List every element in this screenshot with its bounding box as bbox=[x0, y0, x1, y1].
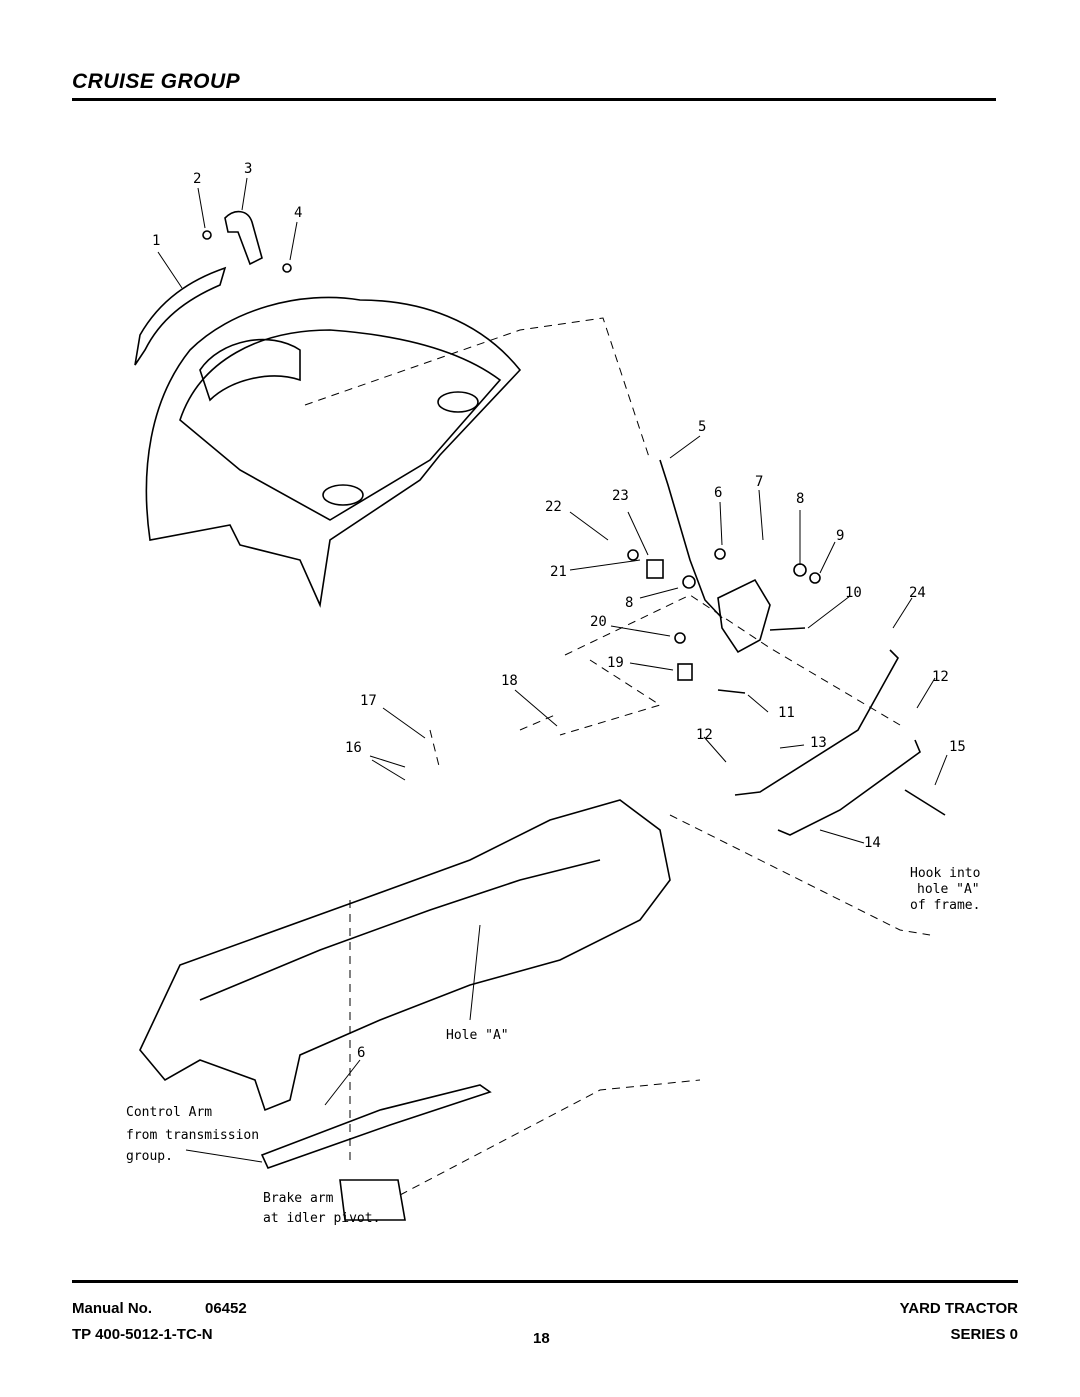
callout-8: 8 bbox=[796, 491, 804, 507]
callout-21: 21 bbox=[550, 564, 567, 580]
control-arm bbox=[260, 1084, 492, 1169]
callout-19: 19 bbox=[607, 655, 624, 671]
callout-18: 18 bbox=[501, 673, 518, 689]
washer bbox=[682, 575, 696, 589]
note-hole-a: Hole "A" bbox=[446, 1028, 509, 1043]
callout-10: 10 bbox=[845, 585, 862, 601]
callout-2: 2 bbox=[193, 171, 201, 187]
fender-hole bbox=[322, 484, 364, 506]
rod-13 bbox=[734, 649, 899, 796]
callout-6b: 6 bbox=[357, 1045, 365, 1061]
note-idler-pivot: at idler pivot. bbox=[263, 1211, 380, 1226]
callout-11: 11 bbox=[778, 705, 795, 721]
rod-14 bbox=[777, 739, 921, 836]
tp-number: TP 400-5012-1-TC-N bbox=[72, 1326, 213, 1343]
note-control-arm: Control Arm bbox=[126, 1105, 212, 1120]
callout-17: 17 bbox=[360, 693, 377, 709]
callout-23: 23 bbox=[612, 488, 629, 504]
lever-knob bbox=[224, 210, 263, 266]
frame-inner bbox=[199, 859, 601, 1001]
parts-diagram: 1 2 3 4 5 6 7 8 9 10 11 12 12 13 14 15 1… bbox=[126, 161, 980, 1226]
bolt-10 bbox=[769, 627, 806, 631]
callout-16: 16 bbox=[345, 740, 362, 756]
washer bbox=[714, 548, 726, 560]
callout-15: 15 bbox=[949, 739, 966, 755]
callout-5: 5 bbox=[698, 419, 706, 435]
fender-body bbox=[145, 296, 522, 608]
spring-15 bbox=[904, 789, 946, 816]
washer bbox=[627, 549, 639, 561]
note-of-frame: of frame. bbox=[910, 898, 980, 913]
page-number: 18 bbox=[533, 1330, 550, 1347]
series: SERIES 0 bbox=[950, 1326, 1018, 1343]
callout-13: 13 bbox=[810, 735, 827, 751]
callout-1: 1 bbox=[152, 233, 160, 249]
bolt bbox=[202, 230, 212, 240]
cruise-bracket bbox=[717, 578, 771, 654]
product-name: YARD TRACTOR bbox=[899, 1300, 1018, 1317]
callout-4: 4 bbox=[294, 205, 302, 221]
callout-24: 24 bbox=[909, 585, 926, 601]
washer bbox=[809, 572, 821, 584]
callout-8b: 8 bbox=[625, 595, 633, 611]
washer bbox=[793, 563, 807, 577]
frame bbox=[139, 799, 671, 1112]
page-title: CRUISE GROUP bbox=[72, 70, 241, 93]
note-hole-a-quoted: hole "A" bbox=[917, 882, 980, 897]
footer-rule bbox=[72, 1280, 1018, 1283]
callout-14: 14 bbox=[864, 835, 881, 851]
callout-9: 9 bbox=[836, 528, 844, 544]
header-rule bbox=[72, 98, 996, 101]
trim-strip bbox=[134, 266, 227, 366]
note-group: group. bbox=[126, 1149, 173, 1164]
spacer bbox=[677, 663, 693, 681]
note-brake-arm: Brake arm bbox=[263, 1191, 334, 1206]
callout-7: 7 bbox=[755, 474, 763, 490]
callout-3: 3 bbox=[244, 161, 252, 177]
callout-12: 12 bbox=[932, 669, 949, 685]
note-from-transmission: from transmission bbox=[126, 1128, 259, 1143]
spring bbox=[646, 559, 664, 579]
bolt-11 bbox=[717, 689, 746, 694]
callout-20: 20 bbox=[590, 614, 607, 630]
callout-6: 6 bbox=[714, 485, 722, 501]
callout-12b: 12 bbox=[696, 727, 713, 743]
manual-label: Manual No. bbox=[72, 1300, 153, 1317]
fender-slot bbox=[199, 338, 301, 402]
brake-arm bbox=[339, 1179, 406, 1221]
manual-number: 06452 bbox=[205, 1300, 247, 1317]
nut bbox=[282, 263, 292, 273]
fender-panel bbox=[179, 329, 502, 521]
washer bbox=[674, 632, 686, 644]
fender-hole bbox=[437, 391, 479, 413]
cruise-rod bbox=[659, 459, 723, 619]
callout-22: 22 bbox=[545, 499, 562, 515]
note-hook-into: Hook into bbox=[910, 866, 980, 881]
